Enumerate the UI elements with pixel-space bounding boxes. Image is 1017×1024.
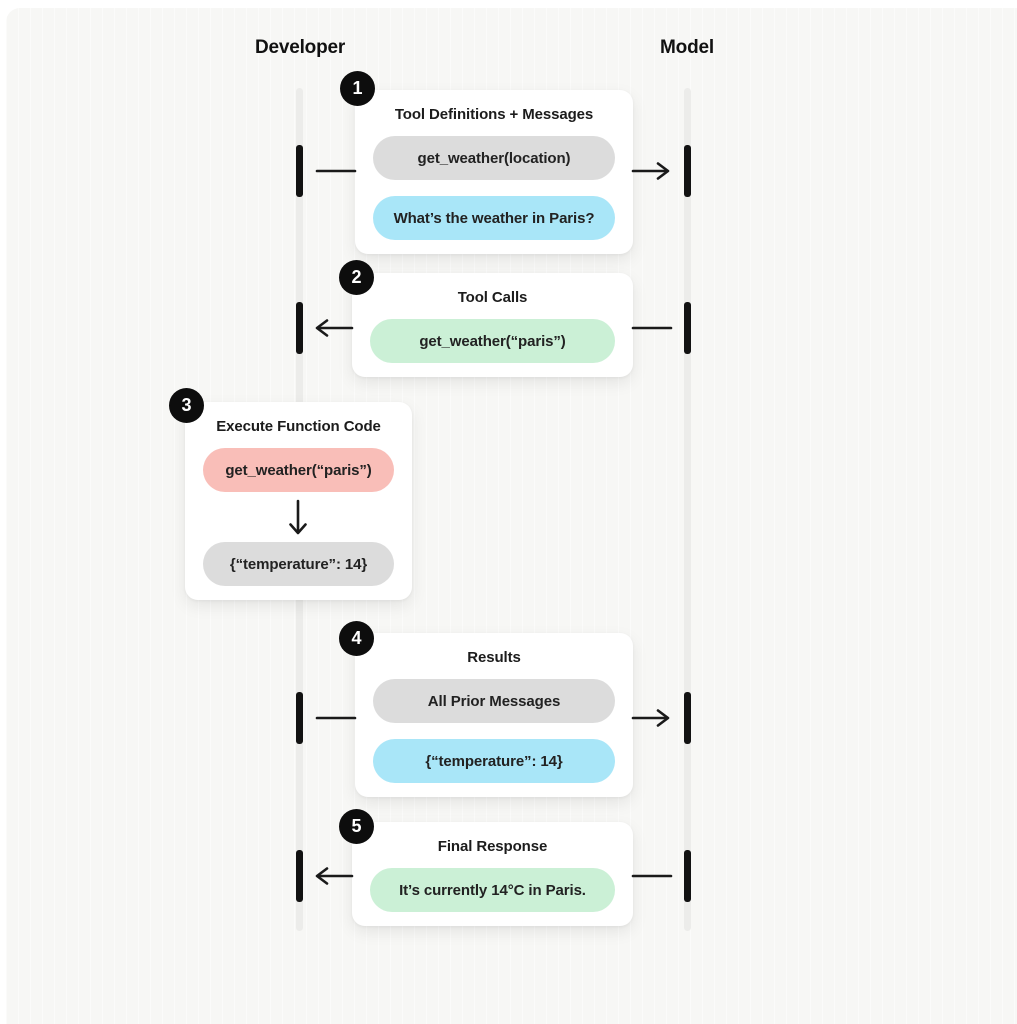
step-number-badge: 4 <box>339 621 374 656</box>
developer-activation-bar <box>296 850 303 902</box>
card-title: Final Response <box>437 838 548 855</box>
step-number-badge: 3 <box>169 388 204 423</box>
pill-user-message: What’s the weather in Paris? <box>373 196 615 240</box>
step-number-badge: 2 <box>339 260 374 295</box>
card-title: Tool Definitions + Messages <box>394 106 594 123</box>
pill-function-result: {“temperature”: 14} <box>203 542 394 586</box>
developer-activation-bar <box>296 692 303 744</box>
card-title: Results <box>467 649 521 666</box>
model-activation-bar <box>684 145 691 197</box>
step-number-badge: 1 <box>340 71 375 106</box>
card-title: Execute Function Code <box>216 418 381 435</box>
step-card-execute-function: Execute Function Code get_weather(“paris… <box>185 402 412 600</box>
pill-prior-messages: All Prior Messages <box>373 679 615 723</box>
developer-activation-bar <box>296 145 303 197</box>
step-card-tool-calls: Tool Calls get_weather(“paris”) <box>352 273 633 377</box>
pill-function-invocation: get_weather(“paris”) <box>203 448 394 492</box>
actor-label-developer: Developer <box>254 37 346 58</box>
pill-result-message: {“temperature”: 14} <box>373 739 615 783</box>
pill-final-response: It’s currently 14°C in Paris. <box>370 868 615 912</box>
pill-tool-definition: get_weather(location) <box>373 136 615 180</box>
developer-activation-bar <box>296 302 303 354</box>
model-activation-bar <box>684 302 691 354</box>
model-lifeline <box>684 88 691 931</box>
step-card-tool-definitions: Tool Definitions + Messages get_weather(… <box>355 90 633 254</box>
pill-tool-call: get_weather(“paris”) <box>370 319 615 363</box>
card-title: Tool Calls <box>457 289 528 306</box>
model-activation-bar <box>684 692 691 744</box>
actor-label-model: Model <box>660 37 714 58</box>
step-card-final-response: Final Response It’s currently 14°C in Pa… <box>352 822 633 926</box>
step-card-results: Results All Prior Messages {“temperature… <box>355 633 633 797</box>
model-activation-bar <box>684 850 691 902</box>
step-number-badge: 5 <box>339 809 374 844</box>
